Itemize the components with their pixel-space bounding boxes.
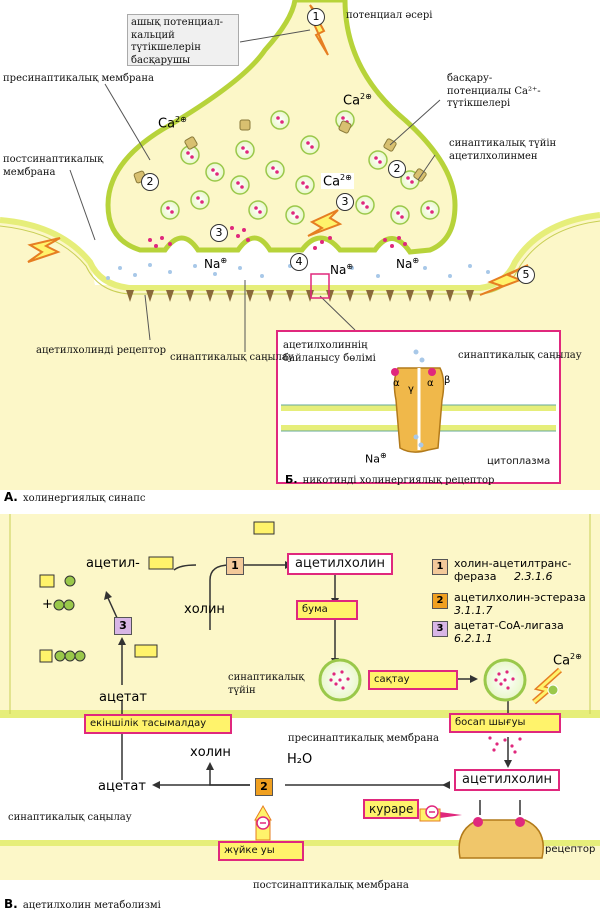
ion-na-1: Na⊕ [204,256,228,271]
box-release: босап шығуы [449,713,561,733]
ion-na-1-text: Na [204,257,221,271]
panel-a-caption-text: холинергиялық синапс [22,493,146,504]
enzyme-1-box: 1 [226,557,244,575]
cleft-choline-dots [106,263,490,280]
label-synaptic-cleft-a: синаптикалық саңылау [170,352,294,363]
step-2-marker-right: 2 [388,160,406,178]
ca-channels [133,119,427,184]
ion-ca-c-text: Ca [553,653,571,669]
ion-na-2-text: Na [330,263,347,277]
legend-num-2: 2 [432,593,448,609]
label-control-channels: басқару-потенциалы Ca²⁺-түтікшелері [447,73,541,109]
postsynaptic-membrane [0,212,600,291]
label-presynaptic-membrane: пресинаптикалық мембрана [3,73,154,84]
legend-item-3: 3 ацетат-СоА-лигаза 6.2.1.1 [432,619,596,647]
callout-open-channels-text: ашық потенциал-кальций түтікшелерін басқ… [131,17,224,66]
subunit-gamma: γ [408,384,414,395]
panel-c-caption: В. ацетилхолин метаболизмі [4,893,161,913]
ion-ca-c: Ca2⊕ [553,652,582,669]
ion-na-2: Na⊕ [330,262,354,277]
postsynaptic-bolt-left [27,237,61,263]
box-curare: кураре [363,799,419,819]
coa-icons [39,521,275,663]
legend-name-1: холин-ацетилтранс-фераза [454,557,572,583]
ion-ca-2: Ca2⊕ [158,115,187,132]
legend-num-1: 1 [432,559,448,575]
panel-c-letter: В. [4,897,18,911]
label-binding-site: ацетилхолиннің байланысу бөлімі [283,340,376,364]
box-bubble: бума [296,600,358,620]
ion-na-3: Na⊕ [396,256,420,271]
ion-ca-2-text: Ca [158,116,176,132]
label-cytoplasm: цитоплазма [487,456,551,467]
label-action-potential: потенциал әсері [346,10,433,21]
panel-c-caption-text: ацетилхолин метаболизмі [22,900,161,911]
legend-name-2: ацетилхолин-эстераза [454,591,586,604]
label-postsynaptic-membrane-c: постсинаптикалық мембрана [253,880,409,891]
label-synaptic-cleft-c: синаптикалық саңылау [8,812,132,823]
ion-na-b-text: Na [365,452,380,466]
step-4-marker: 4 [290,253,308,271]
label-vesicle-with-ach: синаптикалық түйін ацетилхолинмен [449,138,557,162]
released-acetylcholine [148,226,407,250]
ion-na-3-text: Na [396,257,413,271]
ion-ca-1-text: Ca [343,93,361,109]
label-acetate-top: ацетат [99,690,147,705]
box-poison: жүйке уы [218,841,304,861]
presynaptic-membrane-band [0,710,600,718]
subunit-alpha-2: α [427,378,434,389]
legend-num-3: 3 [432,621,448,637]
box-secondary-transport: екіншілік тасымалдау [84,714,232,734]
label-plus: + [42,597,53,612]
enzyme-2-box: 2 [255,778,273,796]
step-5-marker: 5 [517,266,535,284]
label-choline-bottom: холин [190,745,231,760]
panel-b-letter: Б. [285,473,298,486]
box-storage: сақтау [368,670,458,690]
enzyme-legend: 1 холин-ацетилтранс-фераза 2.3.1.6 2 аце… [432,557,596,647]
receptor-shape [458,819,544,859]
label-choline-top: холин [184,602,225,617]
box-acetylcholine-top: ацетилхолин [287,553,394,575]
panel-b-caption-text: никотинді холинергиялық рецептор [302,475,495,486]
step-2-marker-left: 2 [141,173,159,191]
legend-item-1: 1 холин-ацетилтранс-фераза 2.3.1.6 [432,557,596,591]
panel-b-caption: Б. никотинді холинергиялық рецептор [285,468,494,488]
label-synaptic-cleft-b: синаптикалық саңылау [458,350,582,361]
label-receptor-c: рецептор [545,844,596,855]
ion-na-b: Na⊕ [365,451,387,466]
legend-ec-2: 3.1.1.7 [454,604,493,617]
ion-ca-3: Ca2⊕ [321,173,354,190]
label-water: H₂O [287,752,313,767]
acetylcholine-dots [166,116,434,219]
label-acetate-bottom: ацетат [98,779,146,794]
label-postsynaptic-membrane: постсинаптикалық мембрана [3,154,104,178]
acetylcholine-receptors [126,290,474,302]
step-3-marker-left: 3 [210,224,228,242]
legend-name-3: ацетат-СоА-лигаза [454,619,564,632]
panel-a-caption: А. холинергиялық синапс [4,486,146,506]
label-presynaptic-membrane-c: пресинаптикалық мембрана [288,733,439,744]
ca-entry-bolt [307,209,343,237]
legend-ec-3: 6.2.1.1 [454,632,493,645]
panel-a-letter: А. [4,490,18,504]
step-1-marker: 1 [307,8,325,26]
ion-ca-1: Ca2⊕ [343,92,372,109]
ion-ca-3-text: Ca [323,174,341,190]
box-acetylcholine-bottom: ацетилхолин [454,769,561,791]
label-acetyl: ацетил- [86,556,140,571]
label-synaptic-vesicle-c: синаптикалық түйін [228,672,305,696]
subunit-beta: β [444,375,451,386]
legend-ec-1: 2.3.1.6 [514,570,553,583]
step-3-marker-top: 3 [336,193,354,211]
label-ach-receptor: ацетилхолинді рецептор [36,345,167,356]
legend-item-2: 2 ацетилхолин-эстераза 3.1.1.7 [432,591,596,619]
callout-open-channels: ашық потенциал-кальций түтікшелерін басқ… [127,14,239,66]
enzyme-3-box: 3 [114,617,132,635]
subunit-alpha-1: α [393,378,400,389]
